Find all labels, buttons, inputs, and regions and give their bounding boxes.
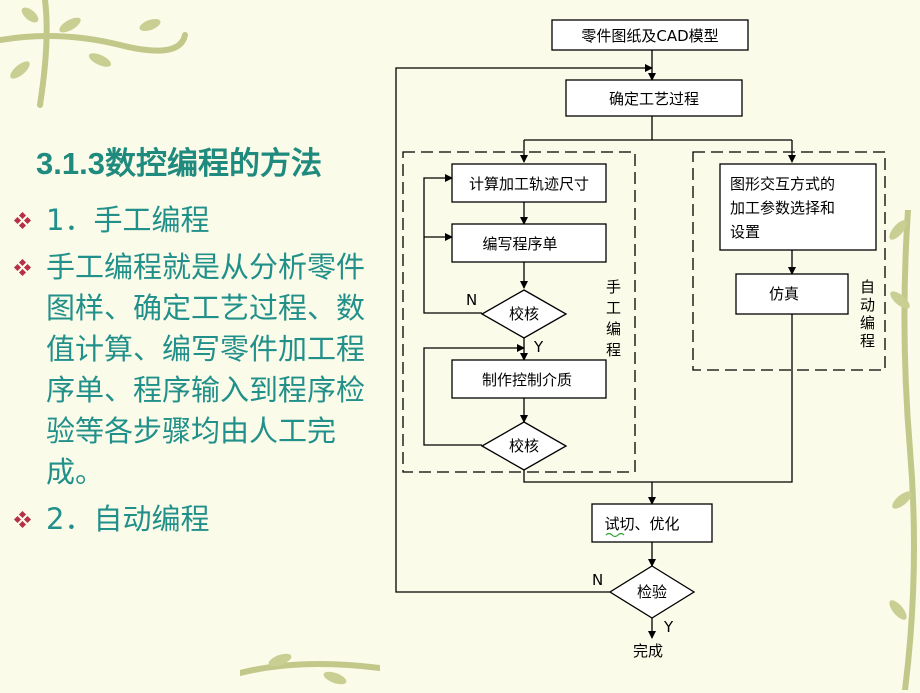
node-process-planning: 确定工艺过程 [565, 79, 743, 117]
vine-decoration-right [889, 210, 917, 690]
bullet-item-manual: 1．手工编程 [10, 200, 375, 241]
node-done: 完成 [633, 642, 663, 660]
node-trial-optimize: 试切、优化 [591, 503, 713, 543]
slide-title: 3.1.3数控编程的方法 [36, 146, 322, 181]
node-calc-path: 计算加工轨迹尺寸 [451, 163, 607, 203]
manual-group-label: 手 工 编 程 [606, 278, 621, 359]
node-label-line-2: 加工参数选择和 [730, 199, 835, 217]
node-label: 计算加工轨迹尺寸 [469, 175, 589, 193]
svg-text:工: 工 [606, 299, 621, 317]
node-label: 仿真 [769, 285, 799, 303]
node-label: 确定工艺过程 [609, 90, 699, 108]
label-n-check1: N [466, 291, 477, 309]
node-label-line-1: 图形交互方式的 [730, 175, 835, 193]
nc-programming-flowchart: 零件图纸及CAD模型 确定工艺过程 计算加工轨迹尺寸 编写程序单 校核 制作控制… [395, 19, 886, 660]
svg-text:程: 程 [860, 332, 875, 350]
flow-connectors [395, 50, 796, 639]
bullet-text: 手工编程就是从分析零件图样、确定工艺过程、数值计算、编写零件加工程序单、程序输入… [46, 250, 366, 489]
diamond-bullet-icon [13, 212, 32, 230]
node-label: 校核 [509, 305, 539, 323]
diamond-bullet-icon [13, 511, 32, 529]
svg-text:程: 程 [606, 341, 621, 359]
auto-group-label: 自 动 编 程 [860, 278, 875, 350]
svg-text:手: 手 [606, 278, 621, 296]
svg-text:动: 动 [860, 296, 875, 314]
node-label: 检验 [637, 583, 667, 601]
spellcheck-underline [605, 532, 625, 538]
node-label: 试切、优化 [604, 515, 679, 533]
node-simulate: 仿真 [735, 273, 849, 315]
node-drawing-cad: 零件图纸及CAD模型 [551, 19, 749, 51]
node-verify: 检验 [608, 565, 696, 619]
node-label: 制作控制介质 [482, 371, 572, 389]
bullet-item-auto: 2．自动编程 [10, 499, 375, 540]
node-label-line-3: 设置 [730, 223, 760, 241]
manual-group-border [402, 151, 636, 473]
node-interactive-setup: 图形交互方式的 加工参数选择和 设置 [719, 163, 877, 251]
bullet-list: 1．手工编程 手工编程就是从分析零件图样、确定工艺过程、数值计算、编写零件加工程… [10, 200, 375, 546]
node-label: 零件图纸及CAD模型 [581, 27, 718, 45]
label-y-check1: Y [533, 338, 544, 356]
node-label: 编写程序单 [482, 235, 557, 253]
svg-text:编: 编 [860, 314, 875, 332]
bullet-item-manual-description: 手工编程就是从分析零件图样、确定工艺过程、数值计算、编写零件加工程序单、程序输入… [10, 247, 375, 493]
node-write-program: 编写程序单 [451, 223, 607, 263]
vine-decoration-top-left [0, 0, 188, 108]
node-make-media: 制作控制介质 [451, 359, 607, 399]
node-check-1: 校核 [480, 289, 568, 339]
auto-group-border [692, 151, 886, 371]
svg-text:编: 编 [606, 320, 621, 338]
node-check-2: 校核 [480, 421, 568, 471]
bullet-text: 2．自动编程 [46, 502, 210, 536]
svg-text:自: 自 [860, 278, 875, 296]
bullet-text: 1．手工编程 [46, 203, 210, 237]
vine-decoration-bottom [240, 653, 380, 685]
label-n-verify: N [592, 571, 603, 589]
label-y-verify: Y [663, 618, 674, 636]
diamond-bullet-icon [13, 259, 32, 277]
node-label: 校核 [509, 437, 539, 455]
